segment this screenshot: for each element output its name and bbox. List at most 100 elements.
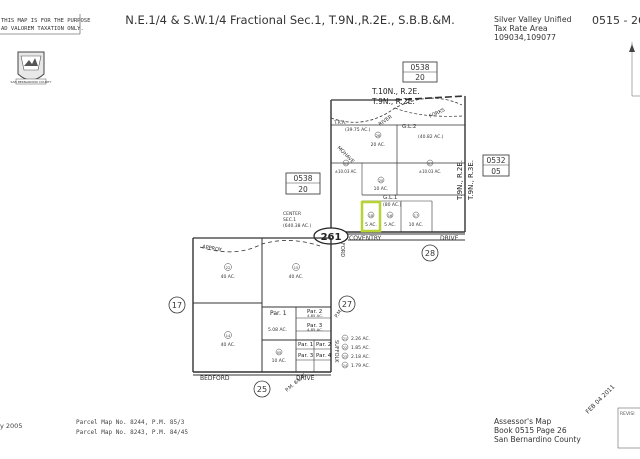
par-1-ac: 5.08 AC. (268, 327, 287, 333)
revision-label: REVISI (620, 411, 635, 417)
parcel-17-num: 17 (414, 214, 418, 218)
parcel-22-num: 22 (226, 266, 230, 270)
coventry-drive (348, 233, 465, 241)
small-parcel-22: 22 1.85 AC. (341, 343, 370, 351)
block-27: 27 (338, 295, 356, 313)
township-east-right: T.9N., R.3E. (467, 160, 475, 201)
ford-label: FORD (339, 243, 345, 257)
book-ref-west-page: 20 (298, 185, 308, 194)
book-ref-north: 0538 20 (402, 61, 438, 83)
par-6-label: Par. 3 (298, 353, 314, 359)
par-1-label: Par. 1 (270, 310, 287, 317)
parcel-03: 03 ±10.03 AC. (335, 159, 357, 174)
parcel-16: 16 5 AC. (384, 211, 396, 228)
tax-area-line-3: 109034,109077 (494, 33, 556, 42)
parcel-26: 26 20 AC. (371, 131, 385, 148)
gl1-label: G.L.1 (383, 195, 397, 201)
small-parcel-23: 23 2.18 AC. (341, 352, 370, 360)
route-261-label: 261 (321, 232, 342, 243)
stamp-date: FEB 04 2011 (584, 383, 616, 415)
southwest-block (192, 237, 332, 376)
page-code: 0515 - 26 (592, 14, 640, 27)
block-28-num: 28 (425, 249, 435, 258)
parcel-15-block: 15 40 AC. (289, 263, 304, 280)
parcel-22-ac: 40 AC. (221, 274, 236, 280)
bedford-label: BEDFORD (200, 375, 230, 382)
par-3-ac: 4.85 AC. (307, 327, 323, 332)
parcel-17: 17 10 AC. (409, 211, 423, 228)
disclaimer-line-2: AD VALOREM TAXATION ONLY. (1, 26, 84, 32)
map-title: N.E.1/4 & S.W.1/4 Fractional Sec.1, T.9N… (125, 13, 455, 27)
parcel-20: 20 10 AC. (374, 176, 389, 192)
par-3-label: Par. 3 (307, 323, 323, 329)
par-2-label: Par. 2 (307, 309, 322, 315)
small-parcel-24-ac: 1.79 AC. (351, 363, 370, 369)
parcel-20-num: 20 (379, 179, 383, 183)
parcel-07-num: 07 (428, 162, 432, 166)
disclaimer-box: THIS MAP IS FOR THE PURPOSE AD VALOREM T… (0, 14, 90, 35)
block-17-num: 17 (172, 301, 182, 310)
parcel-16-ac: 5 AC. (384, 222, 396, 228)
parcel-05-block: 05 10 AC. (272, 348, 287, 364)
par-5-label: Par. 2 (316, 342, 331, 348)
section-corner-line-2: SEC.1 (283, 217, 296, 223)
disclaimer-line-1: THIS MAP IS FOR THE PURPOSE (1, 18, 90, 24)
small-parcel-24-num: 24 (343, 364, 347, 368)
block-25-num: 25 (257, 385, 267, 394)
footer-assessor-map: Assessor's Map (494, 417, 551, 426)
bedford-drive-label: DRIVE (296, 375, 315, 382)
township-north-lower: T.9N., R.2E. (371, 97, 415, 106)
parcel-18-ac: 5 AC. (365, 222, 377, 228)
parcel-15-ac: 40 AC. (289, 274, 304, 280)
par-4-label: Par. 1 (298, 342, 313, 348)
book-ref-north-page: 20 (415, 73, 425, 82)
suffolk-label: SUFFOLK (333, 340, 339, 363)
block-17: 17 (168, 296, 186, 314)
township-east-left: T.9N., R.2E. (456, 160, 464, 201)
parcel-05-ac: 10 AC. (272, 358, 287, 364)
coventry-label: COVENTRY (349, 235, 382, 242)
north-block (330, 95, 466, 233)
tax-area-line-1: Silver Valley Unified (494, 15, 572, 24)
small-parcel-21-num: 21 (343, 337, 347, 341)
small-parcel-21-ac: 2.26 AC. (351, 336, 370, 342)
footer-book-page: Book 0515 Page 26 (494, 426, 567, 435)
small-parcel-23-num: 23 (343, 355, 347, 359)
parcel-03-num: 03 (344, 162, 348, 166)
subject-parcel-highlight (360, 200, 382, 233)
parcel-26-num: 26 (376, 134, 380, 138)
small-parcel-24: 24 1.79 AC. (341, 361, 370, 369)
small-parcel-22-num: 22 (343, 346, 347, 350)
small-parcel-22-ac: 1.85 AC. (351, 345, 370, 351)
drive-label: DRIVE (440, 235, 459, 242)
book-ref-east-page: 05 (491, 167, 501, 176)
gl2-acres: (40.82 AC.) (418, 134, 444, 140)
parcel-18-num: 18 (369, 214, 373, 218)
book-ref-north-book: 0538 (410, 63, 429, 72)
parcel-05-num: 05 (277, 351, 281, 355)
parcel-07: 07 ±10.03 AC. (419, 159, 442, 174)
par-2-ac: 4.85 AC. (307, 313, 323, 318)
route-261-marker: 261 (313, 227, 349, 245)
small-parcel-list: 21 2.26 AC. 22 1.85 AC. 23 2.18 AC. 24 1… (341, 334, 370, 369)
parcel-18: 18 5 AC. (365, 211, 377, 228)
footer-year: y 2005 (0, 422, 22, 430)
footer-parcel-map-1: Parcel Map No. 8244, P.M. 85/3 (76, 419, 185, 426)
river-label: RIVER (378, 114, 394, 128)
parcel-07-ac: ±10.03 AC. (419, 169, 442, 174)
tra-label: T.R.A. (333, 120, 346, 126)
small-parcel-23-ac: 2.18 AC. (351, 354, 370, 360)
section-corner: CENTER SEC.1 (640.38 AC.) (283, 211, 312, 229)
tax-area-block: Silver Valley Unified Tax Rate Area 1090… (493, 15, 572, 42)
footer-map-info: Assessor's Map Book 0515 Page 26 San Ber… (494, 417, 581, 444)
book-ref-west-book: 0538 (293, 174, 312, 183)
parcel-20-ac: 10 AC. (374, 186, 389, 192)
book-ref-east: 0532 05 (482, 154, 510, 177)
block-27-num: 27 (342, 300, 352, 309)
footer-county: San Bernardino County (494, 435, 581, 444)
block-28: 28 (421, 244, 439, 262)
township-north-upper: T.10N., R.2E. (371, 87, 420, 96)
par-7-label: Par. 4 (316, 353, 332, 359)
